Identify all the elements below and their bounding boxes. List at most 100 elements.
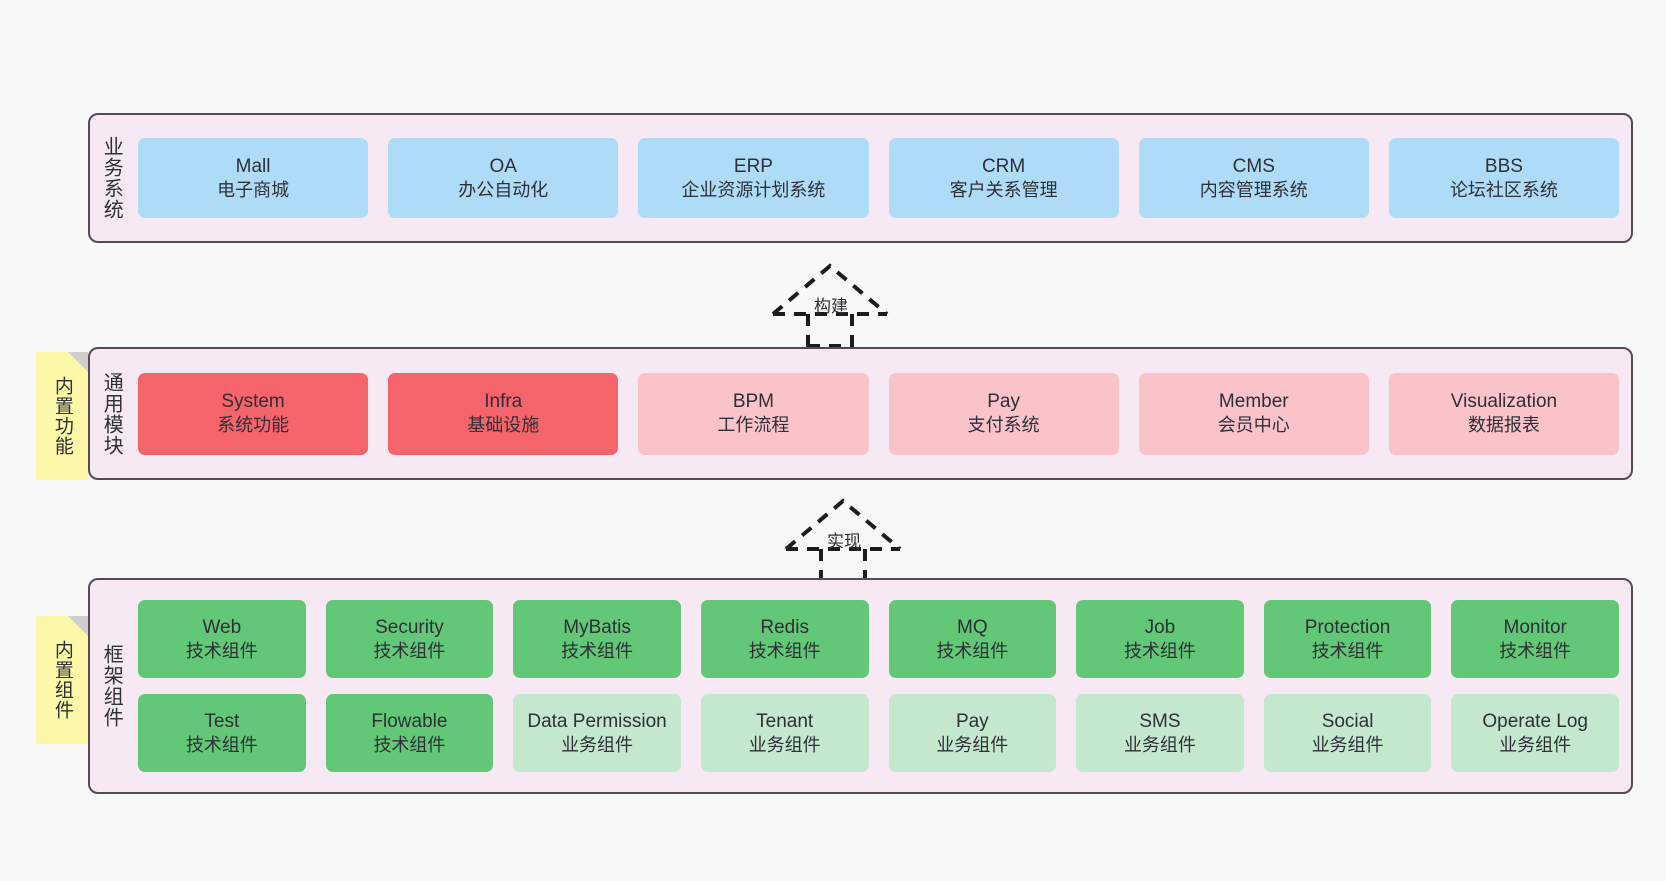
box-oa-en: OA <box>489 155 517 177</box>
box-tenant-en: Tenant <box>756 710 814 732</box>
box-protection[interactable]: Protection 技术组件 <box>1263 600 1432 678</box>
connector-implement-label: 实现 <box>827 532 861 551</box>
box-protection-en: Protection <box>1304 616 1391 638</box>
layer-framework-components[interactable]: 框架组件 Web 技术组件 Security 技术组件 MyBatis 技术组件… <box>88 578 1633 794</box>
box-member[interactable]: Member 会员中心 <box>1138 372 1369 455</box>
note-builtin-components-label: 内置组件 <box>51 640 73 720</box>
layer-common-modules-body: System 系统功能 Infra 基础设施 BPM 工作流程 Pay 支付系统… <box>132 349 1631 478</box>
box-sms-cn: 业务组件 <box>1123 734 1196 755</box>
box-job[interactable]: Job 技术组件 <box>1076 600 1244 678</box>
box-monitor[interactable]: Monitor 技术组件 <box>1451 600 1619 678</box>
box-mq-cn: 技术组件 <box>936 640 1009 661</box>
box-cms-cn: 内容管理系统 <box>1199 179 1308 200</box>
box-operate-log-cn: 业务组件 <box>1499 734 1572 755</box>
box-test[interactable]: Test 技术组件 <box>138 694 306 772</box>
box-mall-en: Mall <box>235 155 271 177</box>
box-bbs-en: BBS <box>1484 155 1523 177</box>
box-bpm[interactable]: BPM 工作流程 <box>638 372 869 455</box>
box-crm-en: CRM <box>981 155 1026 177</box>
box-pay-module[interactable]: Pay 支付系统 <box>888 372 1119 455</box>
box-infra-en: Infra <box>484 391 523 413</box>
layer-business-title: 业务系统 <box>100 136 123 220</box>
box-security-en: Security <box>375 616 444 638</box>
box-test-en: Test <box>204 710 240 732</box>
box-job-en: Job <box>1144 616 1176 638</box>
box-web-cn: 技术组件 <box>185 640 258 661</box>
box-sms-en: SMS <box>1139 710 1181 732</box>
box-web-en: Web <box>202 616 242 638</box>
note-builtin-features-label: 内置功能 <box>51 376 73 456</box>
note-builtin-features[interactable]: 内置功能 <box>36 352 88 480</box>
box-visualization-en: Visualization <box>1450 391 1558 413</box>
box-crm[interactable]: CRM 客户关系管理 <box>888 138 1119 218</box>
layer-common-modules-row: System 系统功能 Infra 基础设施 BPM 工作流程 Pay 支付系统… <box>138 372 1620 455</box>
box-job-cn: 技术组件 <box>1123 640 1196 661</box>
box-infra[interactable]: Infra 基础设施 <box>388 372 619 455</box>
box-bbs[interactable]: BBS 论坛社区系统 <box>1388 138 1620 218</box>
connector-build-label: 构建 <box>814 297 848 316</box>
layer-common-modules-title: 通用模块 <box>100 371 123 456</box>
layer-business-row: Mall 电子商城 OA 办公自动化 ERP 企业资源计划系统 CRM 客户关系… <box>138 138 1620 218</box>
box-member-cn: 会员中心 <box>1217 415 1290 436</box>
box-security[interactable]: Security 技术组件 <box>325 600 494 678</box>
box-data-permission-cn: 业务组件 <box>561 734 634 755</box>
box-oa[interactable]: OA 办公自动化 <box>388 138 619 218</box>
box-mybatis[interactable]: MyBatis 技术组件 <box>513 600 681 678</box>
layer-framework-components-body: Web 技术组件 Security 技术组件 MyBatis 技术组件 Redi… <box>132 580 1631 792</box>
box-tenant-cn: 业务组件 <box>748 734 821 755</box>
box-bbs-cn: 论坛社区系统 <box>1449 179 1558 200</box>
box-mybatis-en: MyBatis <box>563 616 631 638</box>
box-social-en: Social <box>1321 710 1374 732</box>
box-mall[interactable]: Mall 电子商城 <box>138 138 369 218</box>
box-pay-component[interactable]: Pay 业务组件 <box>888 694 1057 772</box>
box-erp-en: ERP <box>733 155 773 177</box>
box-social[interactable]: Social 业务组件 <box>1263 694 1432 772</box>
box-cms[interactable]: CMS 内容管理系统 <box>1138 138 1369 218</box>
box-operate-log-en: Operate Log <box>1482 710 1588 732</box>
box-sms[interactable]: SMS 业务组件 <box>1076 694 1244 772</box>
box-test-cn: 技术组件 <box>185 734 258 755</box>
box-erp[interactable]: ERP 企业资源计划系统 <box>638 138 869 218</box>
box-web[interactable]: Web 技术组件 <box>138 600 306 678</box>
box-pay-component-en: Pay <box>955 710 989 732</box>
box-redis-en: Redis <box>760 616 809 638</box>
layer-business-body: Mall 电子商城 OA 办公自动化 ERP 企业资源计划系统 CRM 客户关系… <box>132 115 1631 241</box>
box-crm-cn: 客户关系管理 <box>949 179 1058 200</box>
box-pay-module-en: Pay <box>987 391 1020 413</box>
layer-framework-components-title: 框架组件 <box>100 644 123 728</box>
box-mq-en: MQ <box>957 616 988 638</box>
box-security-cn: 技术组件 <box>373 640 446 661</box>
box-mybatis-cn: 技术组件 <box>561 640 634 661</box>
box-redis-cn: 技术组件 <box>748 640 821 661</box>
box-protection-cn: 技术组件 <box>1311 640 1384 661</box>
box-flowable-cn: 技术组件 <box>373 734 446 755</box>
box-flowable[interactable]: Flowable 技术组件 <box>325 694 494 772</box>
box-visualization-cn: 数据报表 <box>1467 415 1540 436</box>
box-pay-component-cn: 业务组件 <box>936 734 1009 755</box>
layer-business-systems[interactable]: 业务系统 Mall 电子商城 OA 办公自动化 ERP 企业资源计划系统 CRM <box>88 113 1633 243</box>
box-operate-log[interactable]: Operate Log 业务组件 <box>1451 694 1619 772</box>
layer-framework-row-tech: Web 技术组件 Security 技术组件 MyBatis 技术组件 Redi… <box>138 600 1619 678</box>
box-redis[interactable]: Redis 技术组件 <box>700 600 869 678</box>
box-data-permission[interactable]: Data Permission 业务组件 <box>513 694 681 772</box>
box-system[interactable]: System 系统功能 <box>138 372 369 455</box>
box-data-permission-en: Data Permission <box>527 710 667 732</box>
box-cms-en: CMS <box>1232 155 1275 177</box>
box-system-en: System <box>221 391 285 413</box>
box-monitor-en: Monitor <box>1503 616 1567 638</box>
layer-framework-row-business: Test 技术组件 Flowable 技术组件 Data Permission … <box>138 694 1619 772</box>
box-flowable-en: Flowable <box>371 710 448 732</box>
box-monitor-cn: 技术组件 <box>1499 640 1572 661</box>
box-bpm-cn: 工作流程 <box>717 415 790 436</box>
box-infra-cn: 基础设施 <box>467 415 540 436</box>
box-bpm-en: BPM <box>732 391 775 413</box>
box-visualization[interactable]: Visualization 数据报表 <box>1388 372 1620 455</box>
box-mq[interactable]: MQ 技术组件 <box>888 600 1057 678</box>
layer-common-modules[interactable]: 通用模块 System 系统功能 Infra 基础设施 BPM 工作流程 Pay <box>88 347 1633 480</box>
box-oa-cn: 办公自动化 <box>458 179 549 200</box>
box-mall-cn: 电子商城 <box>217 179 290 200</box>
note-builtin-components[interactable]: 内置组件 <box>36 616 88 744</box>
box-system-cn: 系统功能 <box>217 415 290 436</box>
box-tenant[interactable]: Tenant 业务组件 <box>700 694 869 772</box>
